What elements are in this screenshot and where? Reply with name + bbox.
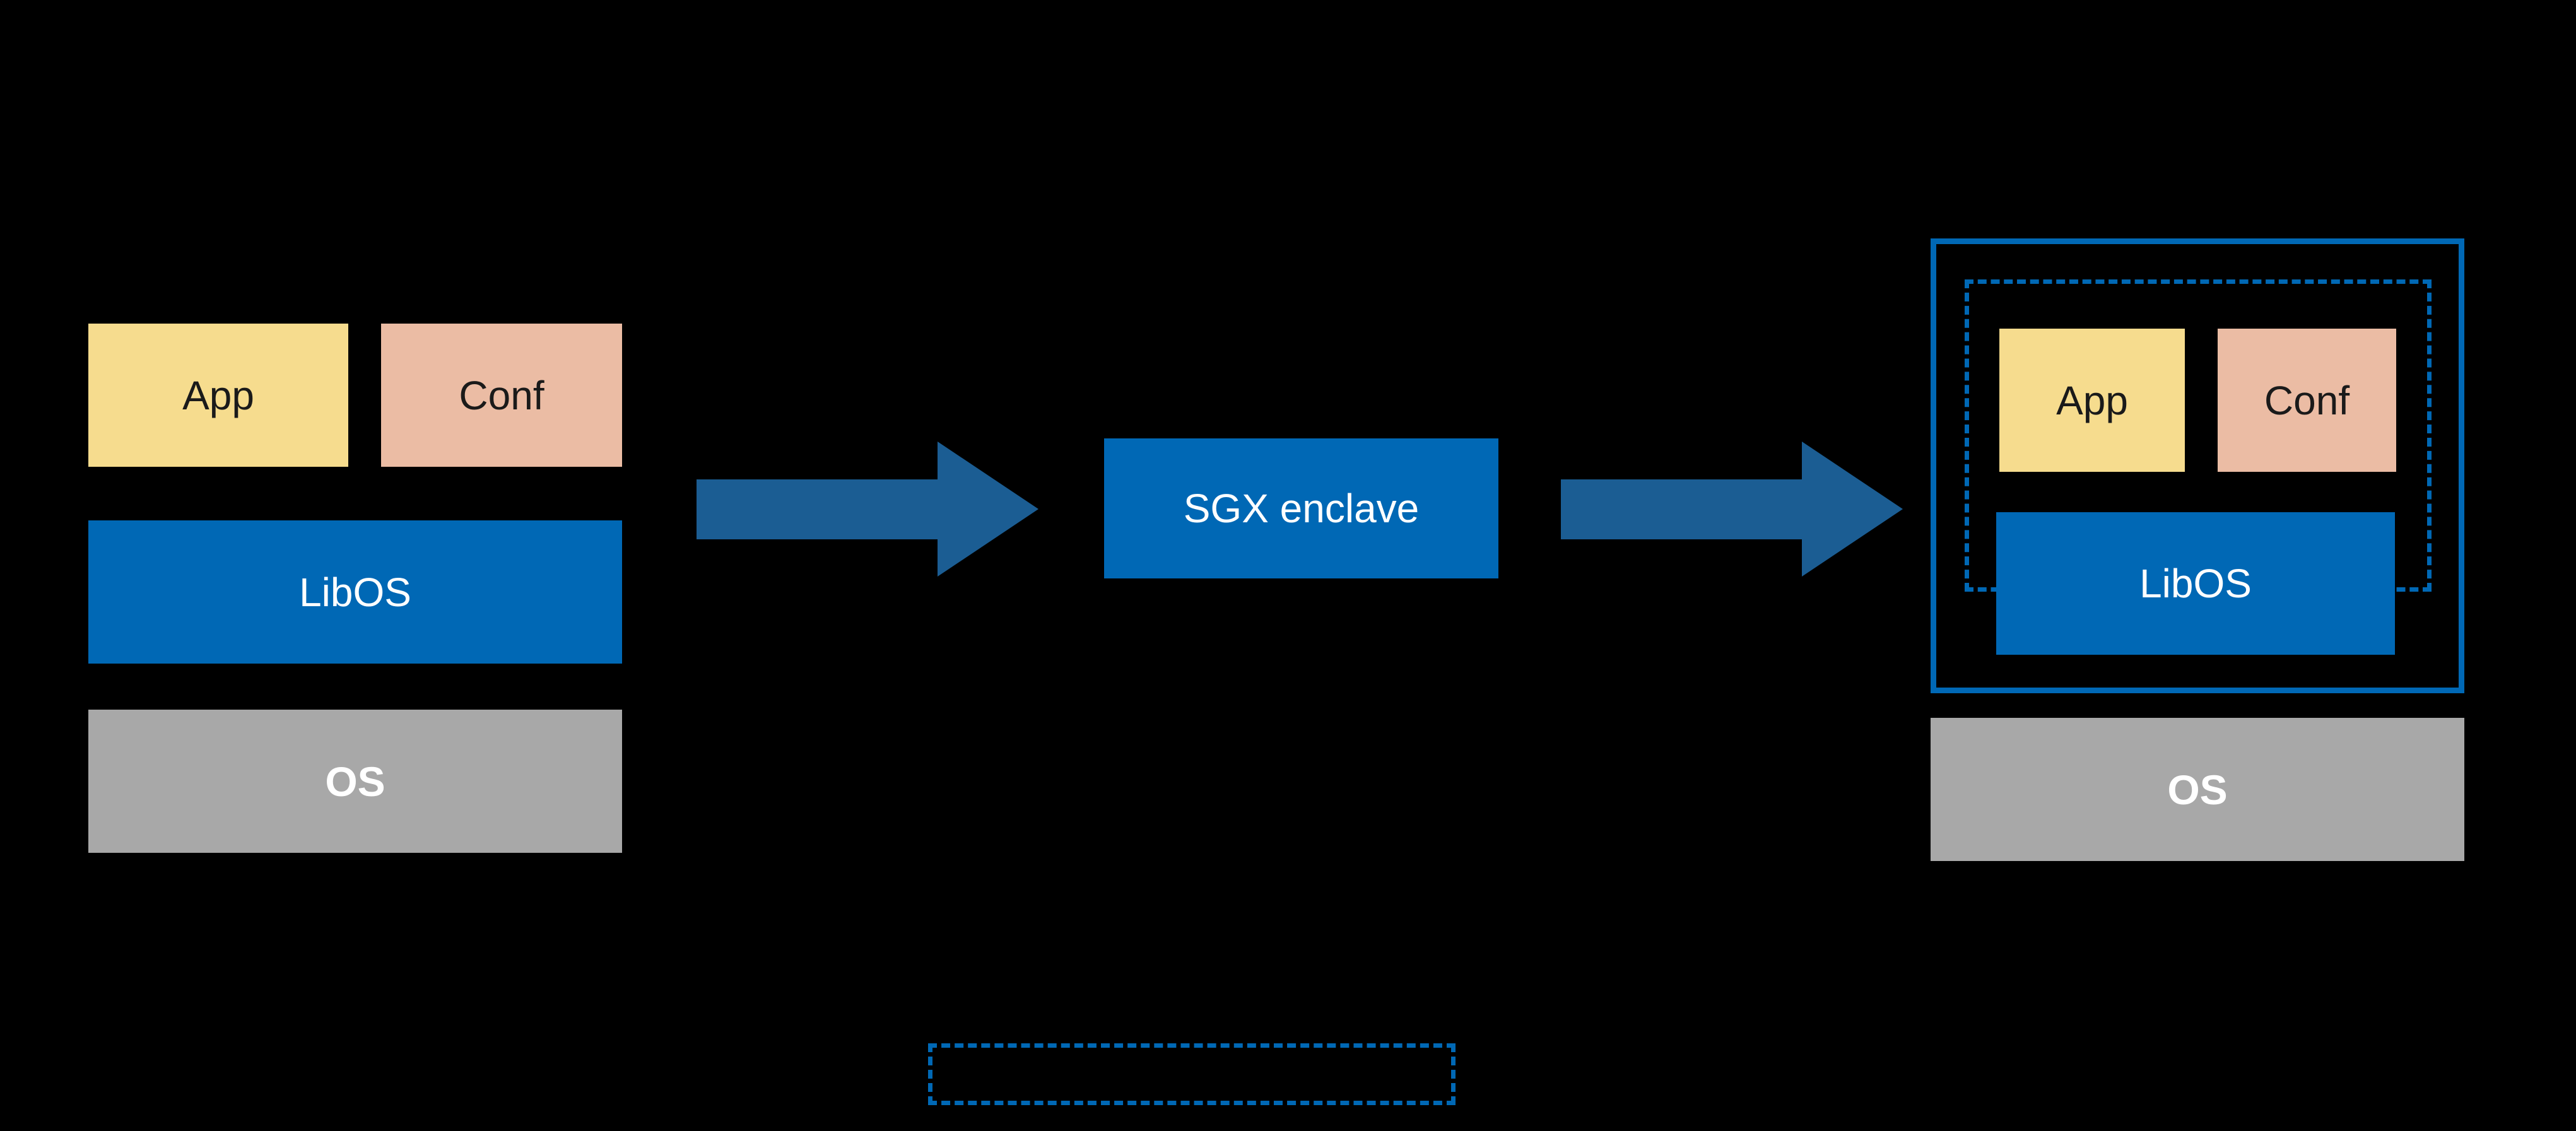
right-libos-box: LibOS	[1996, 512, 2395, 655]
left-app-box: App	[88, 324, 348, 467]
left-os-box: OS	[88, 710, 622, 853]
enclave-outline-box	[1931, 238, 2464, 693]
sgx-enclave-label: SGX enclave	[1183, 486, 1420, 531]
left-libos-label: LibOS	[299, 569, 411, 615]
right-os-label: OS	[2167, 766, 2228, 813]
left-os-label: OS	[325, 758, 385, 805]
right-conf-box: Conf	[2218, 329, 2396, 472]
legend-dashed-box	[928, 1043, 1456, 1105]
right-arrow-icon	[1561, 479, 1802, 539]
right-app-box: App	[1999, 329, 2185, 472]
right-arrow-head-icon	[1802, 442, 1903, 577]
left-conf-label: Conf	[459, 372, 544, 418]
right-arrow-icon	[697, 479, 938, 539]
left-libos-box: LibOS	[88, 520, 622, 664]
right-libos-label: LibOS	[2139, 561, 2252, 606]
left-conf-box: Conf	[381, 324, 622, 467]
left-app-label: App	[182, 372, 254, 418]
right-conf-label: Conf	[2264, 377, 2350, 423]
right-os-box: OS	[1931, 718, 2464, 861]
right-app-label: App	[2056, 377, 2128, 423]
sgx-enclave-box: SGX enclave	[1104, 438, 1498, 578]
right-arrow-head-icon	[938, 442, 1038, 577]
